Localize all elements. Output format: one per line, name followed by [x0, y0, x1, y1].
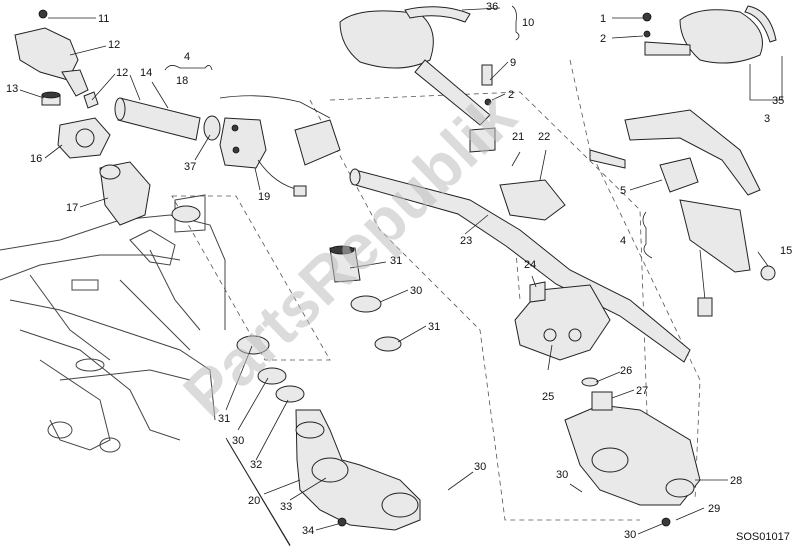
callout-1: 1 [600, 13, 606, 25]
callout-24: 27 [636, 385, 648, 397]
callout-18: 21 [512, 131, 524, 143]
group-brackets [164, 5, 783, 546]
callout-29: 31 [390, 255, 402, 267]
left-switch-group [14, 9, 151, 226]
callout-21: 24 [524, 259, 536, 271]
callout-30-center: 30 [410, 285, 422, 297]
callout-6: 9 [510, 57, 516, 69]
callout-11: 13 [6, 83, 18, 95]
frame-outline [0, 194, 226, 453]
callout-7: 10 [522, 17, 534, 29]
callout-25: 28 [730, 475, 742, 487]
callout-2-center: 2 [508, 89, 514, 101]
callout-35: 35 [772, 95, 784, 107]
callout-15: 18 [176, 75, 188, 87]
leader-lines [19, 7, 769, 546]
callout-28-right: 30 [556, 469, 568, 481]
callout-10: 12 [116, 67, 128, 79]
callout-8: 11 [98, 13, 109, 25]
clamp-right [514, 281, 701, 527]
mirror-left [339, 6, 496, 153]
callout-12-left: 14 [140, 67, 152, 79]
callout-4-left: 4 [184, 51, 190, 63]
handlebar [349, 168, 691, 363]
callout-31-center: 31 [428, 321, 440, 333]
mirror-right [642, 5, 777, 64]
diagram-code: SOS01017 [736, 531, 790, 543]
callout-34: 34 [302, 525, 314, 537]
callout-20: 23 [460, 235, 472, 247]
callout-2-right: 2 [600, 33, 606, 45]
callout-22: 25 [542, 391, 554, 403]
callout-36: 36 [486, 1, 498, 13]
callout-12-right: 15 [780, 245, 792, 257]
callout-4-right: 4 [620, 235, 626, 247]
callout-33: 33 [280, 501, 292, 513]
callout-26: 29 [708, 503, 720, 515]
callout-9: 12 [108, 39, 120, 51]
callout-23: 26 [620, 365, 632, 377]
callout-5: 5 [620, 185, 626, 197]
callout-31-left: 31 [218, 413, 230, 425]
callout-19: 22 [538, 131, 550, 143]
callout-32: 32 [250, 459, 262, 471]
callout-28-center: 30 [474, 461, 486, 473]
right-controls [499, 109, 776, 317]
callout-27: 30 [624, 529, 636, 541]
callout-17: 20 [248, 495, 260, 507]
callout-labels: 11 12 12 14 4 18 13 16 17 37 19 36 10 9 … [6, 1, 792, 541]
callout-14: 17 [66, 202, 78, 214]
bearing-stack-center [329, 245, 402, 352]
assembly-guides [171, 59, 701, 521]
callout-3: 3 [764, 113, 770, 125]
callout-16: 19 [258, 191, 270, 203]
callout-30-left: 30 [232, 435, 244, 447]
callout-13: 16 [30, 153, 42, 165]
left-grip-group [114, 95, 341, 197]
bearing-stack-left [171, 205, 421, 531]
callout-37: 37 [184, 161, 196, 173]
